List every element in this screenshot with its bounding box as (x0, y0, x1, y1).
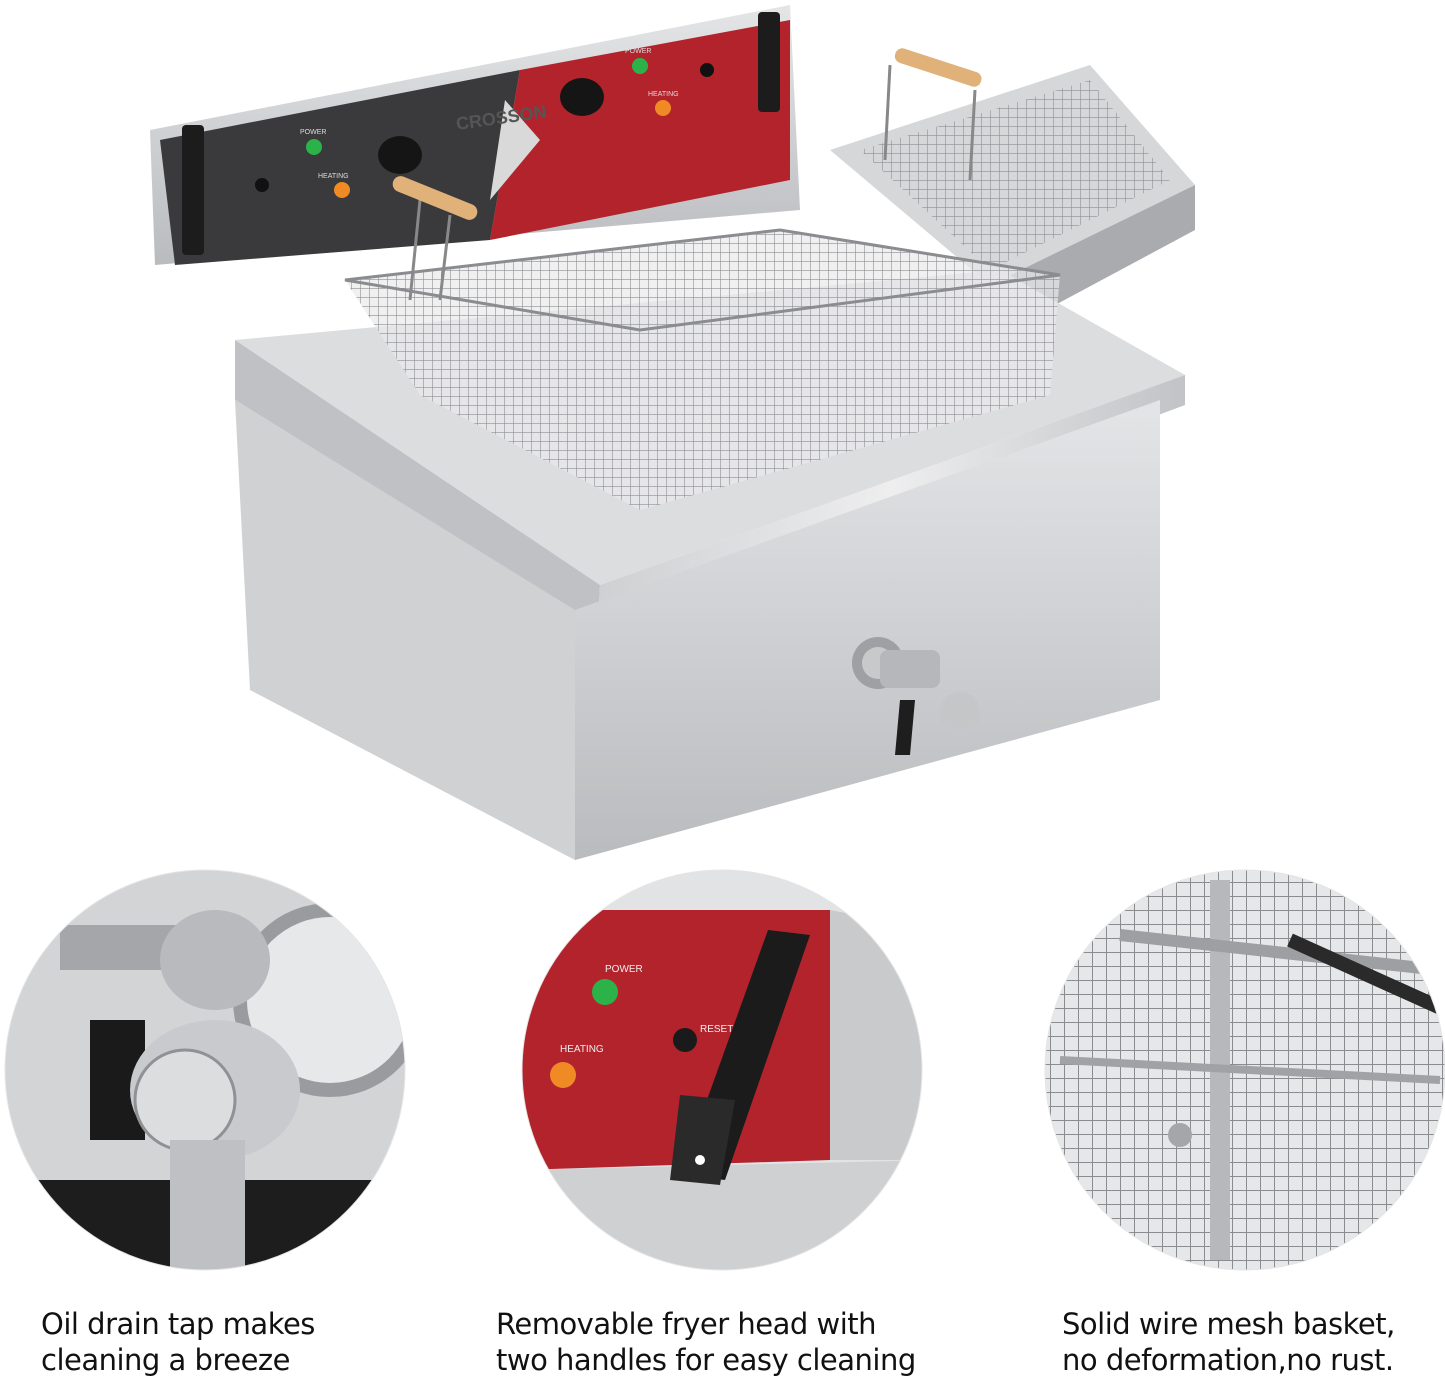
inset-heating-led (550, 1062, 576, 1088)
power-led-left (306, 139, 322, 155)
control-panel-dark (160, 70, 520, 265)
caption-line: Oil drain tap makes (41, 1307, 315, 1341)
heating-led-left (334, 182, 350, 198)
inset-reset-button (673, 1028, 697, 1052)
feature-caption-mesh-basket: Solid wire mesh basket, no deformation,n… (1062, 1306, 1395, 1378)
inset-mesh-basket (1045, 870, 1445, 1270)
inset-control-panel: POWER HEATING RESET (522, 870, 922, 1270)
inset-reset-label: RESET (700, 1024, 733, 1035)
caption-line: Removable fryer head with (496, 1307, 877, 1341)
tank-side (235, 400, 575, 860)
inset-heating-label: HEATING (560, 1044, 604, 1055)
feature-caption-drain-tap: Oil drain tap makes cleaning a breeze (41, 1306, 315, 1378)
heating-led-right (655, 100, 671, 116)
inset-power-label: POWER (605, 964, 643, 975)
reset-button-right (700, 63, 714, 77)
heating-label-right: HEATING (648, 91, 679, 98)
fryer-main-view: POWER HEATING CROSSON POWER HEATING (150, 5, 1195, 860)
power-led-right (632, 58, 648, 74)
power-label-left: POWER (300, 129, 326, 136)
caption-line: two handles for easy cleaning (496, 1343, 916, 1377)
tank-front (575, 400, 1160, 860)
inset-power-led (592, 979, 618, 1005)
oil-drain-tap (852, 637, 980, 755)
caption-line: cleaning a breeze (41, 1343, 290, 1377)
panel-handle-right (758, 12, 780, 112)
wing-nut-icon (1168, 1123, 1192, 1147)
thermostat-knob-left (378, 136, 422, 174)
thermostat-knob-right (560, 78, 604, 116)
basket-handle-wood-1 (392, 176, 478, 220)
basket-handle-wood-2 (894, 48, 982, 87)
caption-line: Solid wire mesh basket, (1062, 1307, 1395, 1341)
control-panel-red (490, 20, 790, 240)
heating-label-left: HEATING (318, 173, 349, 180)
inset-drain-tap (5, 870, 405, 1270)
panel-handle-left (182, 125, 204, 255)
reset-button-left (255, 178, 269, 192)
power-label-right: POWER (625, 48, 651, 55)
feature-caption-removable-head: Removable fryer head with two handles fo… (496, 1306, 916, 1378)
caption-line: no deformation,no rust. (1062, 1343, 1394, 1377)
